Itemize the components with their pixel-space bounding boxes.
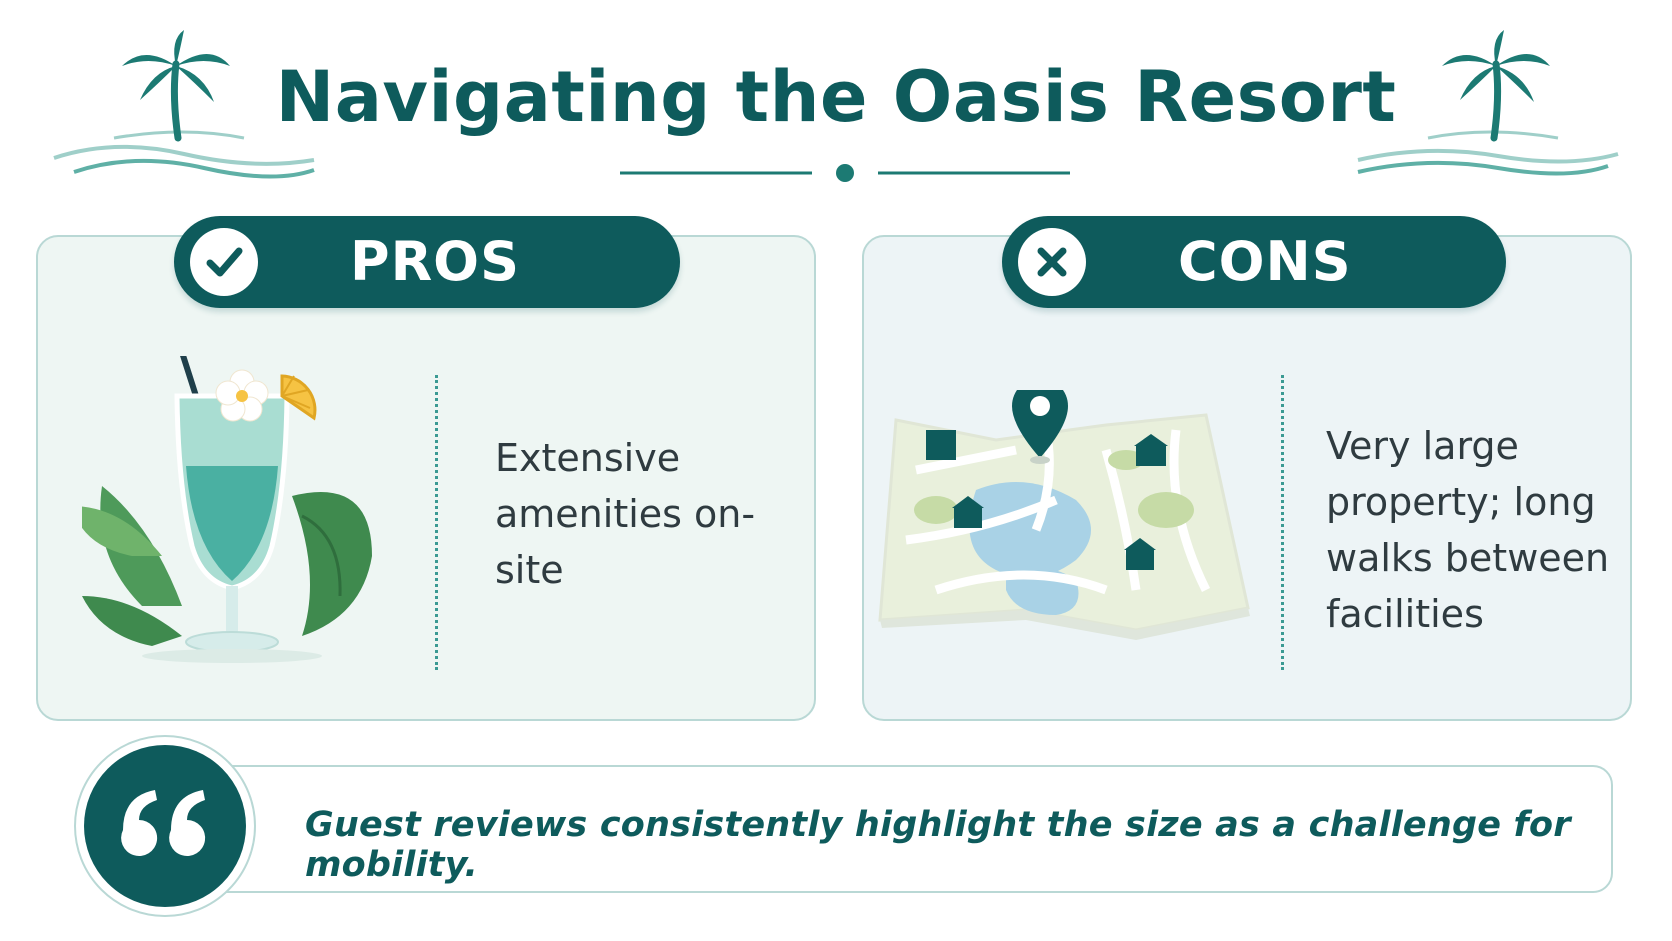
pros-label: PROS: [350, 230, 520, 293]
quote-text: Guest reviews consistently highlight the…: [305, 805, 1571, 885]
resort-map-icon: [878, 390, 1250, 640]
palm-tree-left-icon: [53, 30, 315, 179]
page-title: Navigating the Oasis Resort: [275, 56, 1397, 138]
pros-text: Extensive amenities on-site: [495, 436, 756, 592]
cons-divider: [1281, 375, 1284, 670]
title-divider: [620, 164, 1070, 182]
check-icon: [190, 228, 258, 296]
quote-box: [176, 765, 1613, 893]
pros-header: PROS: [174, 216, 680, 308]
cons-text: Very large property; long walks between …: [1326, 424, 1610, 636]
quote-icon: [84, 745, 246, 907]
tropical-drink-icon: [82, 356, 372, 663]
x-icon: [1018, 228, 1086, 296]
palm-tree-right-icon: [1357, 30, 1619, 176]
cons-header: CONS: [1002, 216, 1506, 308]
cons-label: CONS: [1178, 230, 1352, 293]
pros-divider: [435, 375, 438, 670]
